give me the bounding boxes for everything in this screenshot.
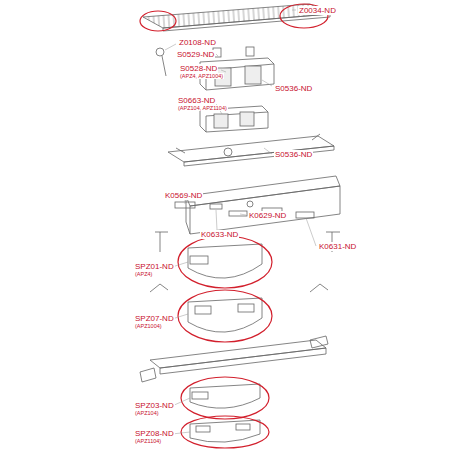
part-number: SPZ08-ND [134,429,175,438]
model-note: (APZ1104) [134,438,162,444]
part-number: Z0034-ND [298,6,337,15]
part-number: SPZ07-ND [134,314,175,323]
model-note: (APZ104) [134,410,160,416]
part-number: S0528-ND [179,64,218,73]
part-number: SPZ01-ND [134,262,175,271]
part-number: K0569-ND [164,191,203,200]
part-number: S0536-ND [274,84,313,93]
model-note: (APZ1004) [134,323,163,329]
part-number: S0529-ND [176,50,215,59]
model-note: (APZ4) [134,271,153,277]
part-number: K0631-ND [318,242,357,251]
part-number: K0629-ND [248,211,287,220]
part-number: S0663-ND [177,96,216,105]
model-note: (APZ104, APZ1104) [177,105,228,111]
part-number: Z0108-ND [178,38,217,47]
part-number: SPZ03-ND [134,401,175,410]
model-note: (APZ4, APZ1004) [179,73,224,79]
part-number: S0536-ND [274,150,313,159]
part-number: K0633-ND [200,230,239,239]
